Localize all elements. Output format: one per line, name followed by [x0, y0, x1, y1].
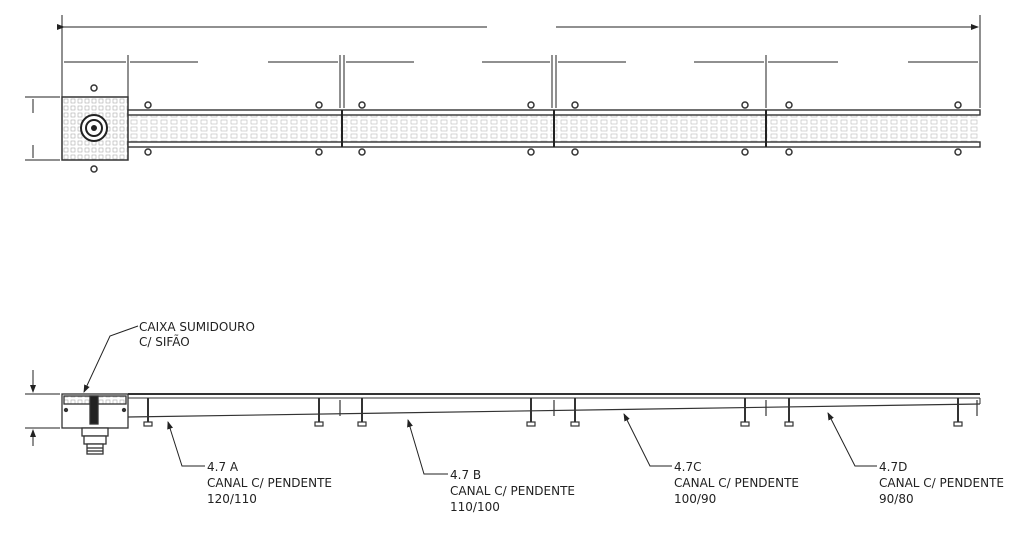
elevation-view: CAIXA SUMIDOURO C/ SIFÃO 4.7 A CANAL C/ … — [25, 320, 1004, 514]
channel-c-code: 4.7C — [674, 460, 701, 474]
support-legs — [143, 398, 978, 427]
channel-d-code: 4.7D — [879, 460, 907, 474]
channel-d-slope: 90/80 — [879, 492, 914, 506]
sump-box-elevation — [61, 393, 129, 455]
plan-view — [25, 15, 981, 173]
channel-b-slope: 110/100 — [450, 500, 500, 514]
height-dimension-bottom — [25, 370, 60, 446]
overall-dimension — [57, 15, 981, 108]
channel-d-desc: CANAL C/ PENDENTE — [879, 476, 1004, 490]
sump-box-plan — [61, 84, 129, 173]
channel-b-code: 4.7 B — [450, 468, 481, 482]
channel-a-desc: CANAL C/ PENDENTE — [207, 476, 332, 490]
segment-dimensions — [64, 55, 978, 108]
channel-b-desc: CANAL C/ PENDENTE — [450, 484, 575, 498]
sump-box-label-2: C/ SIFÃO — [139, 334, 190, 349]
sump-box-label: CAIXA SUMIDOURO — [139, 320, 255, 334]
leader-lines — [83, 325, 877, 475]
channel-c-desc: CANAL C/ PENDENTE — [674, 476, 799, 490]
channel-a-code: 4.7 A — [207, 460, 239, 474]
height-dimension-top — [25, 96, 60, 161]
channel-plan — [127, 109, 981, 148]
channel-a-slope: 120/110 — [207, 492, 257, 506]
channel-c-slope: 100/90 — [674, 492, 716, 506]
plan-bolts — [144, 101, 962, 156]
